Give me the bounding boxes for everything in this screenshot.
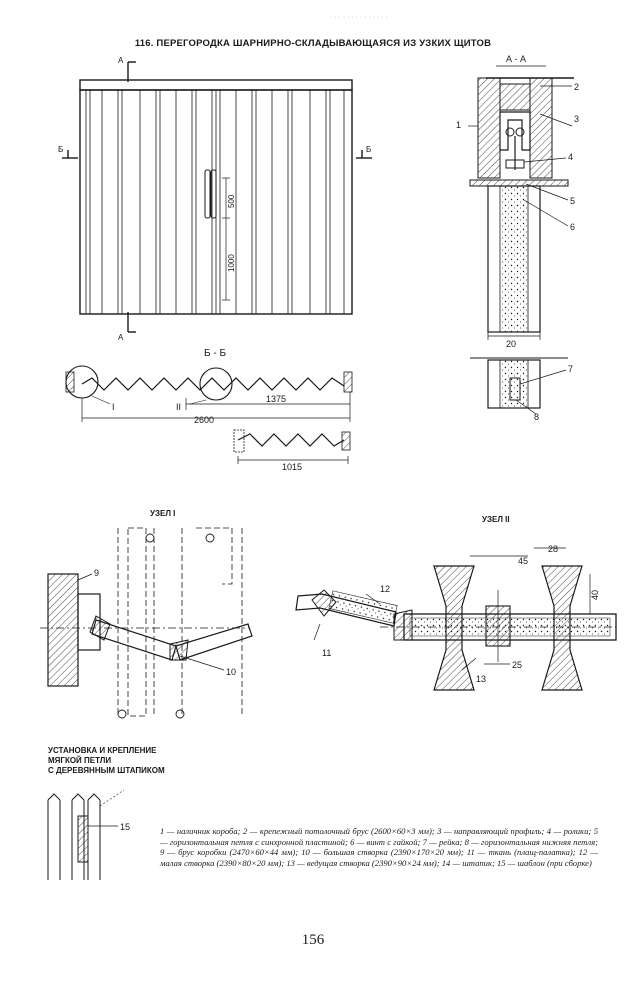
section-b-label-left: Б [58,145,63,154]
template-piece [77,815,89,863]
horizontal-hinge [505,159,525,169]
node-2-ref: II [176,402,181,412]
dim-28-label: 28 [548,544,558,554]
section-bb [65,365,353,464]
install-title-line: С ДЕРЕВЯННЫМ ШТАПИКОМ [48,766,165,775]
callout-5: 5 [570,196,575,206]
legend-text: 1 — наличник короба; 2 — крепежный потол… [160,826,598,868]
page-number: 156 [301,932,325,948]
callout-13: 13 [476,674,486,684]
roller-icon [515,127,525,137]
node-2-detail [295,547,617,691]
dim-1015-label: 1015 [282,462,302,472]
top-beam [79,79,353,91]
node-1-detail [40,527,253,719]
section-aa-title: А - А [506,54,526,64]
guide-profile [499,111,531,151]
box-casing-right [529,77,553,179]
section-bb-title: Б - Б [204,348,226,359]
page-title: 116. ПЕРЕГОРОДКА ШАРНИРНО-СКЛАДЫВАЮЩАЯСЯ… [134,38,492,49]
dim-1000-label: 1000 [227,254,236,272]
install-title-line: МЯГКОЙ ПЕТЛИ [48,756,112,765]
handle-icon [204,169,217,219]
dim-45-label: 45 [518,556,528,566]
callout-1: 1 [456,120,461,130]
section-a-label-bottom: А [118,333,124,342]
callout-8: 8 [534,412,539,422]
dim-25-label: 25 [512,660,522,670]
node-1-ref: I [112,402,115,412]
section-cut-lines [62,61,372,333]
top-mark: · · · · · · · · · · · · · · [330,14,388,21]
roller-icon [505,127,515,137]
install-detail [47,789,125,880]
install-title-line: УСТАНОВКА И КРЕПЛЕНИЕ [48,746,157,755]
dim-1375-label: 1375 [266,394,286,404]
install-title: УСТАНОВКА И КРЕПЛЕНИЕ МЯГКОЙ ПЕТЛИ С ДЕР… [48,746,165,776]
callout-9: 9 [94,568,99,578]
elevation-view [62,61,372,333]
callout-10: 10 [226,667,236,677]
section-aa [468,65,574,415]
folded-panels-compact [237,433,345,447]
callout-7: 7 [568,364,573,374]
callout-4: 4 [568,152,573,162]
node-1-title: УЗЕЛ I [150,509,175,518]
dim-2600-label: 2600 [194,415,214,425]
ceiling-beam [499,83,531,111]
callout-6: 6 [570,222,575,232]
node-2-circle [199,367,233,401]
dim-40-label: 40 [590,590,600,600]
bottom-batten [509,377,521,401]
callout-12: 12 [380,584,390,594]
section-b-label-right: Б [366,145,371,154]
dim-500-label: 500 [227,194,236,208]
dimension-lines-vertical [222,177,230,301]
clamp-block-left [433,565,475,691]
callout-2: 2 [574,82,579,92]
callout-11: 11 [322,648,331,658]
panel-lines [85,90,345,314]
frame-beam [47,573,79,687]
clamp-block-right [541,565,583,691]
box-casing-left [477,77,501,179]
dim-20-label: 20 [506,339,516,349]
section-a-label-top: А [118,56,124,65]
folded-panels-line [81,377,345,391]
callout-3: 3 [574,114,579,124]
node-2-title: УЗЕЛ II [482,515,510,524]
callout-15: 15 [120,822,130,832]
